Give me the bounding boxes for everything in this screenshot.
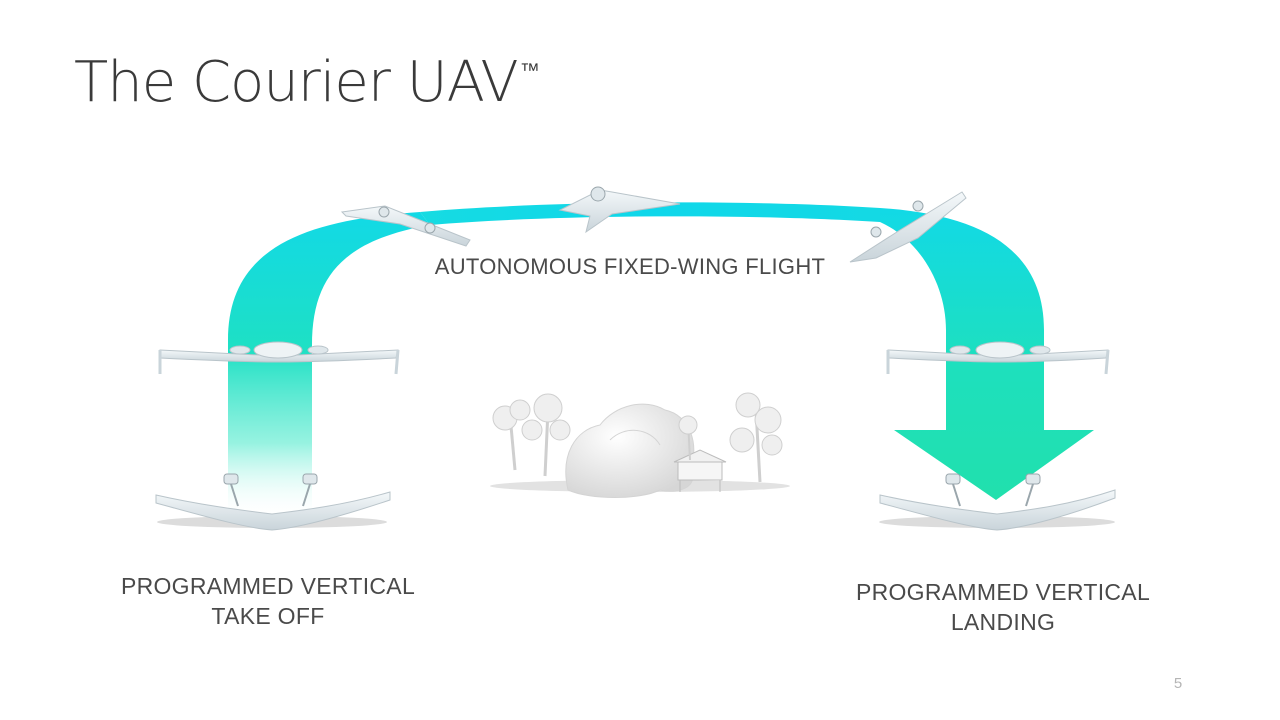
drone-cruise-right (849, 191, 967, 263)
tree-right (678, 392, 783, 483)
takeoff-label: PROGRAMMED VERTICAL TAKE OFF (88, 571, 448, 631)
landing-label: PROGRAMMED VERTICAL LANDING (823, 577, 1183, 637)
trademark-symbol: ™ (519, 58, 540, 82)
arc-top (420, 202, 880, 225)
landing-label-line2: LANDING (950, 609, 1056, 635)
drone-cruise-left (340, 205, 471, 247)
page-number: 5 (1173, 675, 1183, 692)
hut (673, 449, 727, 492)
drone-takeoff-hover (158, 341, 400, 375)
flight-label: AUTONOMOUS FIXED-WING FLIGHT (434, 254, 826, 279)
drone-landing-ground (879, 473, 1116, 531)
drone-landing-hover (886, 341, 1110, 375)
arc-left-leg (228, 212, 430, 520)
takeoff-label-line2: TAKE OFF (211, 603, 325, 629)
scenery (492, 392, 783, 498)
landing-label-line1: PROGRAMMED VERTICAL (855, 579, 1151, 605)
drone-takeoff-ground (155, 473, 391, 531)
tree-left (492, 393, 571, 477)
takeoff-label-line1: PROGRAMMED VERTICAL (120, 573, 416, 599)
rocks (565, 403, 695, 498)
drone-cruise-center (558, 186, 681, 234)
title-text: The Courier UAV (74, 50, 519, 115)
